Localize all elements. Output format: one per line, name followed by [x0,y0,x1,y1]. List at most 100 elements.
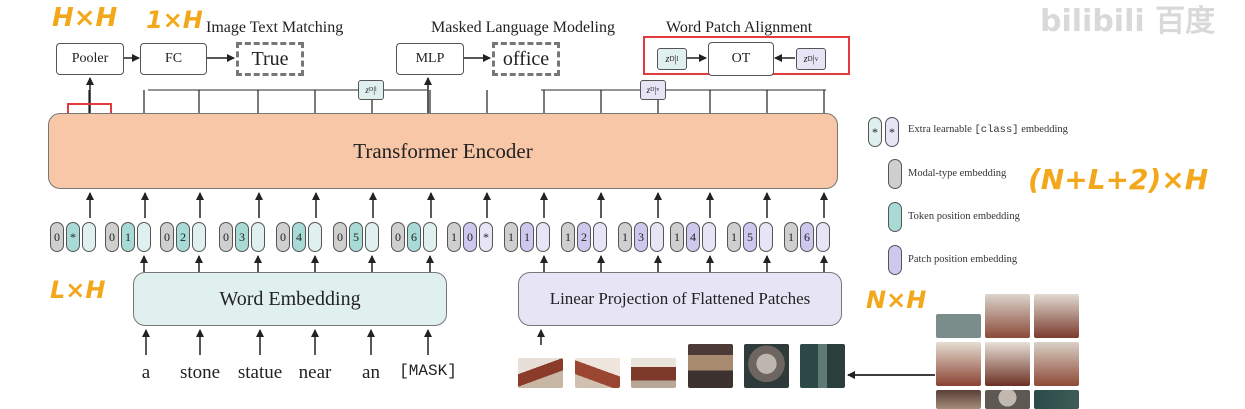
image-patch-thumbnail [800,344,845,388]
image-token-position-pill: 2 [577,222,591,252]
image-patch-thumbnail [631,358,676,388]
patch-projection: Linear Projection of Flattened Patches [518,272,842,326]
annotation-lxh: L×H [50,276,106,304]
legend-patch-pill [888,245,902,275]
image-token-modal-pill: 1 [561,222,575,252]
mlm-title: Masked Language Modeling [431,19,615,36]
annotation-1xh: 1×H [146,6,203,34]
source-image-cell [936,314,981,338]
image-patch-embedding-pill [593,222,607,252]
legend-token-text: Token position embedding [908,211,1020,222]
image-patch-thumbnail [744,344,789,388]
image-token-position-pill: 6 [800,222,814,252]
text-token-embedding-pill [423,222,437,252]
text-token-position-pill: 5 [349,222,363,252]
source-image-cell [985,294,1030,338]
fc-box: FC [140,43,207,75]
text-token-position-pill: 3 [235,222,249,252]
itm-output: True [236,42,304,76]
itm-output-label: True [251,47,289,70]
input-word: a [141,362,151,383]
source-image-cell [936,390,981,409]
fc-label: FC [164,51,183,66]
input-word: [MASK] [399,362,457,380]
text-token-position-pill: 1 [121,222,135,252]
ot-box: OT [708,42,774,76]
input-word: stone [179,362,221,383]
patch-projection-label: Linear Projection of Flattened Patches [549,289,811,308]
text-token-embedding-pill [308,222,322,252]
image-token-position-pill: 1 [520,222,534,252]
wpa-title: Word Patch Alignment [666,19,813,36]
image-patch-embedding-pill [650,222,664,252]
image-patch-embedding-pill [759,222,773,252]
text-token-embedding-pill [365,222,379,252]
image-patch-embedding-pill [536,222,550,252]
input-word: near [298,362,332,383]
legend-modal-pill [888,159,902,189]
image-token-position-pill: 5 [743,222,757,252]
image-token-modal-pill: 1 [670,222,684,252]
word-embedding-label: Word Embedding [219,287,361,310]
image-token-modal-pill: 1 [447,222,461,252]
text-token-modal-pill: 0 [219,222,233,252]
pooler-label: Pooler [71,51,109,66]
legend-class-pill-a: * [868,117,882,147]
mlp-box: MLP [396,43,464,75]
text-token-modal-pill: 0 [276,222,290,252]
image-token-position-pill: 4 [686,222,700,252]
text-token-modal-pill: 0 [160,222,174,252]
source-image-cell [985,390,1030,409]
source-image-cell [985,342,1030,386]
image-token-modal-pill: 1 [618,222,632,252]
text-token-modal-pill: 0 [50,222,64,252]
itm-title: Image Text Matching [206,19,344,36]
image-token-modal-pill: 1 [504,222,518,252]
text-token-embedding-pill [82,222,96,252]
text-token-modal-pill: 0 [391,222,405,252]
pooler-box: Pooler [56,43,124,75]
watermark-logo: bilibili 百度 [1040,4,1216,39]
annotation-nxh: N×H [866,286,927,314]
image-class-token-pill: * [479,222,493,252]
legend-patch-text: Patch position embedding [908,254,1018,265]
word-embedding: Word Embedding [133,272,447,326]
legend-class-text: Extra learnable [class] embedding [908,124,1068,136]
text-token-embedding-pill [192,222,206,252]
source-image-cell [1034,390,1079,409]
annotation-hxh: H×H [52,3,118,33]
text-class-token-pill: * [66,222,80,252]
source-image-cell [936,342,981,386]
encoder-label: Transformer Encoder [353,138,533,163]
annotation-seq-length: (N+L+2)×H [1028,163,1209,196]
image-token-position-pill: 3 [634,222,648,252]
source-image-cell [1034,294,1079,338]
input-word: an [362,362,380,383]
image-patch-thumbnail [575,358,620,388]
input-word: statue [237,362,283,383]
image-patch-embedding-pill [702,222,716,252]
text-token-embedding-pill [137,222,151,252]
text-token-modal-pill: 0 [105,222,119,252]
text-token-position-pill: 6 [407,222,421,252]
image-patch-thumbnail [518,358,563,388]
mlm-output: office [492,42,560,76]
legend-token-pill [888,202,902,232]
text-token-modal-pill: 0 [333,222,347,252]
image-token-modal-pill: 1 [727,222,741,252]
text-token-position-pill: 2 [176,222,190,252]
text-token-embedding-pill [251,222,265,252]
transformer-encoder: Transformer Encoder [48,113,838,189]
mlm-output-label: office [502,47,550,70]
image-token-position-pill: 0 [463,222,477,252]
image-patch-thumbnail [688,344,733,388]
ot-label: OT [731,51,751,66]
legend-modal-text: Modal-type embedding [908,168,1007,179]
image-patch-embedding-pill [816,222,830,252]
text-token-position-pill: 4 [292,222,306,252]
